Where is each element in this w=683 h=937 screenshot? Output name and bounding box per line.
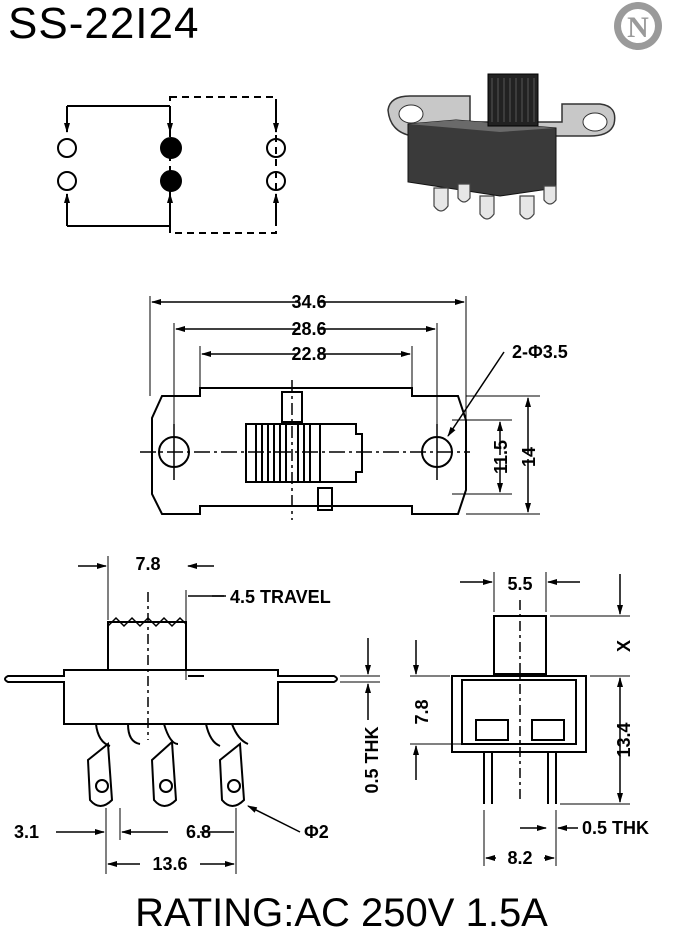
side-view-dimension-labels: 5.5 X 7.8 13.4 0.5 THK 8.2 bbox=[412, 574, 649, 868]
dim-pin-hole: Φ2 bbox=[304, 822, 329, 842]
dim-13-4: 13.4 bbox=[614, 722, 634, 757]
logo-letter: N bbox=[627, 11, 649, 44]
dim-3-1: 3.1 bbox=[14, 822, 39, 842]
dim-pin-thickness: 0.5 THK bbox=[582, 818, 649, 838]
switch-product-image bbox=[387, 73, 616, 220]
dim-6-8: 6.8 bbox=[186, 822, 211, 842]
dim-13-6: 13.6 bbox=[152, 854, 187, 874]
dim-mount-hole: 2-Φ3.5 bbox=[512, 342, 568, 362]
part-number-title: SS-22I24 bbox=[8, 0, 200, 48]
dim-8-2: 8.2 bbox=[507, 848, 532, 868]
dim-22-8: 22.8 bbox=[291, 344, 326, 364]
dim-x: X bbox=[614, 640, 634, 652]
dim-7-8-body: 7.8 bbox=[412, 699, 432, 724]
dim-28-6: 28.6 bbox=[291, 319, 326, 339]
side-view-drawing bbox=[410, 572, 630, 866]
dim-7-8-actuator: 7.8 bbox=[135, 554, 160, 574]
front-view-drawing bbox=[4, 556, 380, 874]
switch-schematic bbox=[57, 96, 286, 234]
dim-frame-thickness: 0.5 THK bbox=[362, 726, 382, 793]
dim-34-6: 34.6 bbox=[291, 292, 326, 312]
dim-5-5: 5.5 bbox=[507, 574, 532, 594]
top-view-drawing bbox=[140, 296, 540, 520]
rating-caption: RATING:AC 250V 1.5A bbox=[135, 891, 548, 935]
manufacturer-logo: N bbox=[614, 2, 662, 50]
front-view-dimension-labels: 7.8 4.5 TRAVEL 0.5 THK 3.1 6.8 Φ2 13.6 bbox=[14, 554, 382, 874]
dim-travel: 4.5 TRAVEL bbox=[230, 587, 331, 607]
top-view-dimension-labels: 34.6 28.6 22.8 2-Φ3.5 11.5 14 bbox=[291, 292, 567, 474]
dim-11-5: 11.5 bbox=[491, 440, 511, 474]
dim-14: 14 bbox=[519, 447, 539, 467]
